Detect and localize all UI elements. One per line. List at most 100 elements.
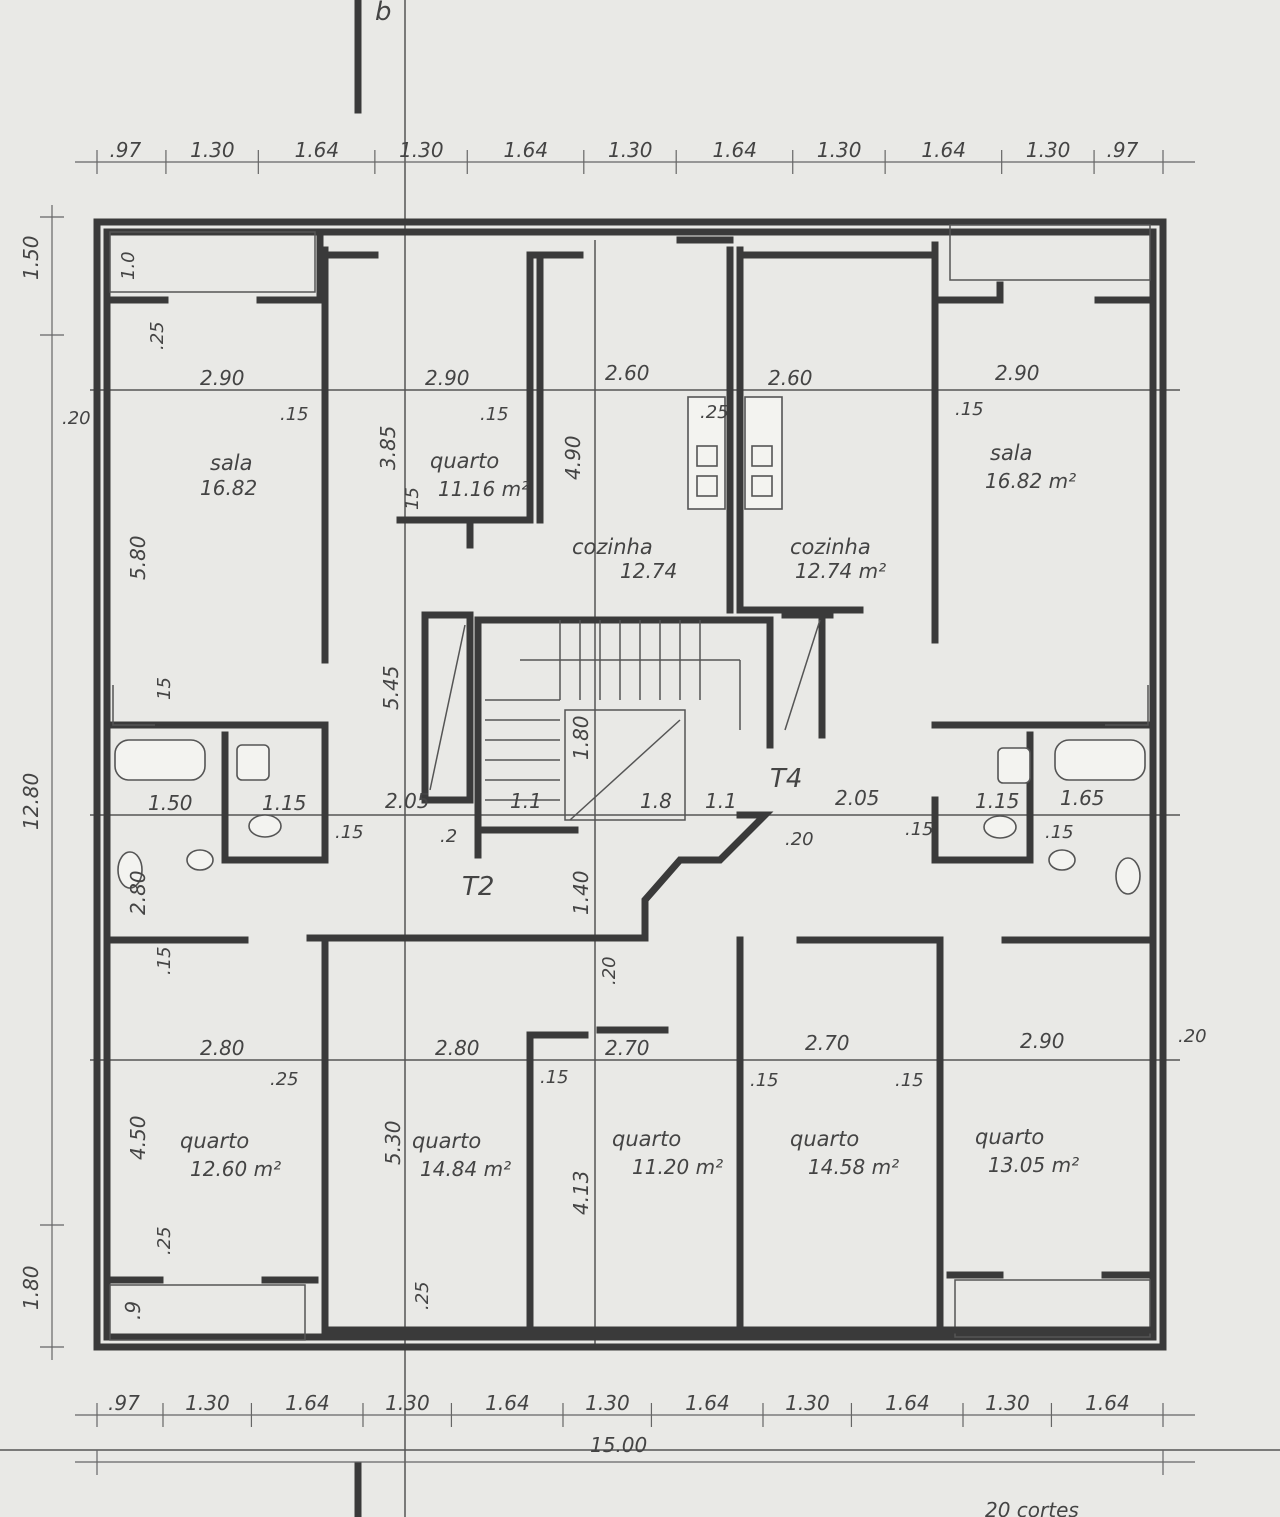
dimension-label: 1.30	[399, 138, 444, 162]
room-area-cozinha-right: 12.74 m²	[795, 559, 886, 583]
room-name-sala-right: sala	[990, 441, 1033, 465]
svg-text:1.50: 1.50	[148, 791, 193, 815]
svg-text:2.90: 2.90	[425, 366, 470, 390]
svg-text:.15: .15	[955, 399, 984, 420]
svg-text:1.15: 1.15	[975, 789, 1020, 813]
svg-text:.25: .25	[700, 402, 729, 423]
svg-text:.20: .20	[62, 408, 91, 429]
room-area-quarto-b2: 14.84 m²	[420, 1157, 511, 1181]
row-middle-labels: 1.50 1.15 2.05 1.1 1.8 1.1 2.05 1.15 1.6…	[148, 786, 1105, 815]
room-labels: sala 16.82 quarto 11.16 m² cozinha 12.74…	[180, 441, 1079, 1181]
room-name-quarto-b3: quarto	[612, 1127, 681, 1151]
svg-text:.25: .25	[147, 321, 168, 350]
dimension-label: 1.64	[885, 1391, 930, 1415]
dimension-label: 1.64	[504, 138, 549, 162]
svg-text:2.60: 2.60	[605, 361, 650, 385]
row-upper-labels: 2.90 2.90 2.60 2.60 2.90	[200, 361, 1040, 390]
svg-text:.2: .2	[440, 826, 457, 847]
room-area-quarto-b4: 14.58 m²	[808, 1155, 899, 1179]
wall-thickness-notes: .20 .15 .15 .25 .15 .20 .15 .15 .15 .2 .…	[62, 251, 1207, 1310]
interior-walls	[106, 231, 1154, 1334]
dimension-label: 1.64	[295, 138, 340, 162]
svg-text:4.50: 4.50	[126, 1115, 150, 1160]
svg-text:.15: .15	[1045, 822, 1074, 843]
room-area-quarto-top: 11.16 m²	[438, 477, 529, 501]
svg-text:.20: .20	[785, 829, 814, 850]
svg-text:.15: .15	[895, 1070, 924, 1091]
svg-text:.20: .20	[599, 956, 620, 985]
svg-text:2.05: 2.05	[835, 786, 880, 810]
svg-text:4.90: 4.90	[561, 435, 585, 480]
left-dim-middle: 12.80	[19, 773, 43, 830]
room-name-cozinha-right: cozinha	[790, 535, 871, 559]
svg-text:.15: .15	[540, 1067, 569, 1088]
svg-text:2.60: 2.60	[768, 366, 813, 390]
svg-text:5.30: 5.30	[381, 1120, 405, 1165]
room-name-sala-left: sala	[210, 451, 253, 475]
dimension-label: 1.30	[585, 1391, 630, 1415]
svg-text:2.05: 2.05	[385, 789, 430, 813]
dimension-label: 1.64	[712, 138, 757, 162]
svg-text:2.80: 2.80	[126, 870, 150, 915]
dimension-label: .97	[109, 138, 141, 162]
svg-text:1.1: 1.1	[510, 789, 542, 813]
svg-text:2.70: 2.70	[805, 1031, 850, 1055]
svg-text:1.40: 1.40	[569, 870, 593, 915]
svg-text:5.80: 5.80	[126, 535, 150, 580]
svg-text:2.90: 2.90	[995, 361, 1040, 385]
svg-text:2.70: 2.70	[605, 1036, 650, 1060]
dimension-label: 1.64	[685, 1391, 730, 1415]
room-area-sala-left: 16.82	[200, 476, 257, 500]
dimension-label: 1.30	[817, 138, 862, 162]
svg-text:.15: .15	[154, 946, 175, 975]
bottom-dimension-ticks	[96, 1403, 1164, 1427]
footer-note: 20 cortes	[985, 1498, 1079, 1517]
svg-text:.9: .9	[121, 1301, 145, 1320]
room-area-quarto-b1: 12.60 m²	[190, 1157, 281, 1181]
dimension-label: .97	[108, 1391, 140, 1415]
section-marker: b	[375, 0, 392, 27]
svg-text:1.80: 1.80	[569, 715, 593, 760]
svg-text:2.80: 2.80	[200, 1036, 245, 1060]
svg-text:.20: .20	[1178, 1026, 1207, 1047]
overall-width-label: 15.00	[590, 1433, 647, 1457]
room-area-cozinha-left: 12.74	[620, 559, 677, 583]
room-name-quarto-b1: quarto	[180, 1129, 249, 1153]
svg-text:.15: .15	[335, 822, 364, 843]
dimension-label: 1.64	[921, 138, 966, 162]
room-area-quarto-b5: 13.05 m²	[988, 1153, 1079, 1177]
svg-text:.15: .15	[905, 819, 934, 840]
room-name-cozinha-left: cozinha	[572, 535, 653, 559]
room-name-quarto-b2: quarto	[412, 1129, 481, 1153]
left-dim-bottom: 1.80	[19, 1265, 43, 1310]
svg-text:3.85: 3.85	[376, 425, 400, 470]
left-dim-top: 1.50	[19, 235, 43, 280]
dimension-label: .97	[1107, 138, 1139, 162]
svg-text:.15: .15	[750, 1070, 779, 1091]
stair-label-t4: T4	[770, 764, 802, 794]
svg-text:2.90: 2.90	[1020, 1029, 1065, 1053]
dimension-label: 1.64	[485, 1391, 530, 1415]
dimension-label: 1.30	[785, 1391, 830, 1415]
dimension-label: 1.30	[985, 1391, 1030, 1415]
svg-text:5.45: 5.45	[379, 665, 403, 710]
dimension-label: 1.64	[1085, 1391, 1130, 1415]
svg-text:1.1: 1.1	[705, 789, 737, 813]
svg-text:1.65: 1.65	[1060, 786, 1105, 810]
top-dimension-labels: .97 1.30 1.64 1.30 1.64 1.30 1.64 1.30 1.64 1.30.…	[109, 138, 1138, 162]
svg-text:.25: .25	[154, 1226, 175, 1255]
dimension-label: 1.30	[190, 138, 235, 162]
room-name-quarto-b5: quarto	[975, 1125, 1044, 1149]
top-dimension-ticks	[96, 150, 1164, 174]
dimension-label: 1.30	[185, 1391, 230, 1415]
dimension-label: 1.30	[608, 138, 653, 162]
svg-text:.15: .15	[280, 404, 309, 425]
room-area-quarto-b3: 11.20 m²	[632, 1155, 723, 1179]
svg-text:1.0: 1.0	[118, 251, 139, 280]
dimension-label: 1.30	[1026, 138, 1071, 162]
svg-text:.25: .25	[270, 1069, 299, 1090]
stair-label-t2: T2	[462, 872, 494, 902]
exterior-walls	[93, 218, 1167, 1351]
